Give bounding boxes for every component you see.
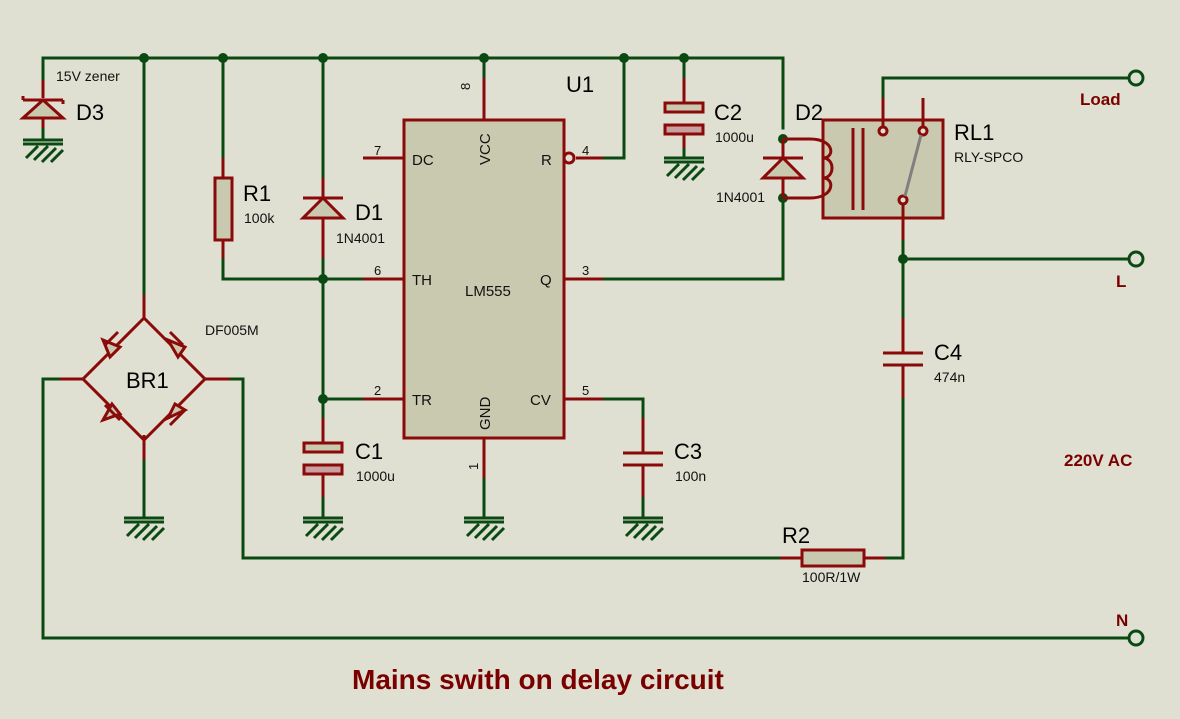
relay-contact-no	[877, 125, 889, 137]
bridge-rectifier-br1[interactable]	[60, 295, 230, 460]
capacitor-c3[interactable]	[623, 418, 663, 497]
zener-diode-d3[interactable]	[19, 80, 67, 128]
pin-number-5: 5	[582, 383, 589, 398]
c2-value: 1000u	[715, 129, 754, 145]
terminal-neutral[interactable]	[1127, 629, 1145, 647]
capacitor-c2[interactable]	[663, 78, 705, 148]
pin-name-cv: CV	[530, 392, 551, 409]
resistor-r1[interactable]	[213, 158, 234, 258]
d3-value: 15V zener	[56, 68, 120, 84]
diode-d2[interactable]	[759, 139, 807, 198]
r1-ref: R1	[243, 181, 271, 206]
pin-number-4: 4	[582, 143, 589, 158]
c4-value: 474n	[934, 369, 965, 385]
rl1-value: RLY-SPCO	[954, 149, 1023, 165]
pin-name-q: Q	[540, 272, 552, 289]
ground-icon	[464, 516, 506, 542]
label-load: Load	[1080, 90, 1121, 109]
resistor-r2[interactable]	[780, 548, 885, 568]
r1-value: 100k	[244, 210, 275, 226]
pin-name-th: TH	[412, 272, 432, 289]
junction-dot	[318, 274, 328, 284]
wire-r2-br1	[228, 377, 782, 560]
relay-rl1[interactable]	[783, 98, 945, 240]
relay-contact-common	[897, 194, 909, 206]
capacitor-c4[interactable]	[883, 318, 923, 398]
ground-symbols	[23, 138, 706, 542]
junction-dot	[318, 394, 328, 404]
pin-name-dc: DC	[412, 152, 434, 169]
c1-value: 1000u	[356, 468, 395, 484]
wire-reset	[601, 56, 626, 160]
pin-number-3: 3	[582, 263, 589, 278]
c3-value: 100n	[675, 468, 706, 484]
pin-number-7: 7	[374, 143, 381, 158]
reset-inverter-bubble	[562, 151, 576, 165]
br1-value: DF005M	[205, 322, 259, 338]
junction-dot	[218, 53, 228, 63]
d1-ref: D1	[355, 200, 383, 225]
junction-dot	[479, 53, 489, 63]
ground-icon	[124, 516, 166, 542]
junction-dot	[318, 53, 328, 63]
pin-number-8: 8	[458, 83, 473, 90]
junction-dot	[898, 254, 908, 264]
ground-icon	[23, 138, 65, 164]
r2-value: 100R/1W	[802, 569, 861, 585]
d3-ref: D3	[76, 100, 104, 125]
d2-ref: D2	[795, 100, 823, 125]
pin-name-gnd: GND	[477, 397, 494, 431]
relay-switch-arm	[903, 134, 923, 197]
pin-name-tr: TR	[412, 392, 432, 409]
pin-name-vcc: VCC	[477, 133, 494, 165]
u1-ref: U1	[566, 72, 594, 97]
ic-u1-lm555[interactable]	[363, 78, 603, 478]
c4-ref: C4	[934, 340, 962, 365]
d2-value: 1N4001	[716, 189, 765, 205]
ground-icon	[623, 516, 665, 542]
pin-number-2: 2	[374, 383, 381, 398]
relay-contact-nc	[917, 125, 929, 137]
wire-r1-bottom	[221, 256, 367, 281]
u1-value: LM555	[465, 283, 511, 300]
wire-q-out	[601, 196, 785, 281]
wire-cv	[601, 397, 645, 420]
junction-dot	[619, 53, 629, 63]
junction-dot	[139, 53, 149, 63]
ground-icon	[303, 516, 345, 542]
terminal-load[interactable]	[1127, 69, 1145, 87]
pin-number-6: 6	[374, 263, 381, 278]
label-line: L	[1116, 272, 1126, 291]
wire-c4-r2	[868, 396, 905, 560]
r2-ref: R2	[782, 523, 810, 548]
rl1-ref: RL1	[954, 120, 994, 145]
ground-icon	[664, 156, 706, 182]
capacitor-c1[interactable]	[302, 418, 344, 497]
schematic-title: Mains swith on delay circuit	[352, 664, 724, 695]
d1-value: 1N4001	[336, 230, 385, 246]
junctions	[139, 53, 908, 404]
wire-load	[881, 76, 1132, 100]
wire-neutral	[41, 377, 1132, 640]
terminal-line[interactable]	[1127, 250, 1145, 268]
label-neutral: N	[1116, 611, 1128, 630]
pin-name-r: R	[541, 152, 552, 169]
c3-ref: C3	[674, 439, 702, 464]
wire-top-rail	[41, 56, 785, 130]
diode-d1[interactable]	[299, 178, 347, 258]
label-supply-voltage: 220V AC	[1064, 451, 1132, 470]
c1-ref: C1	[355, 439, 383, 464]
junction-dot	[679, 53, 689, 63]
br1-ref: BR1	[126, 368, 169, 393]
c2-ref: C2	[714, 100, 742, 125]
pin-number-1: 1	[466, 463, 481, 470]
